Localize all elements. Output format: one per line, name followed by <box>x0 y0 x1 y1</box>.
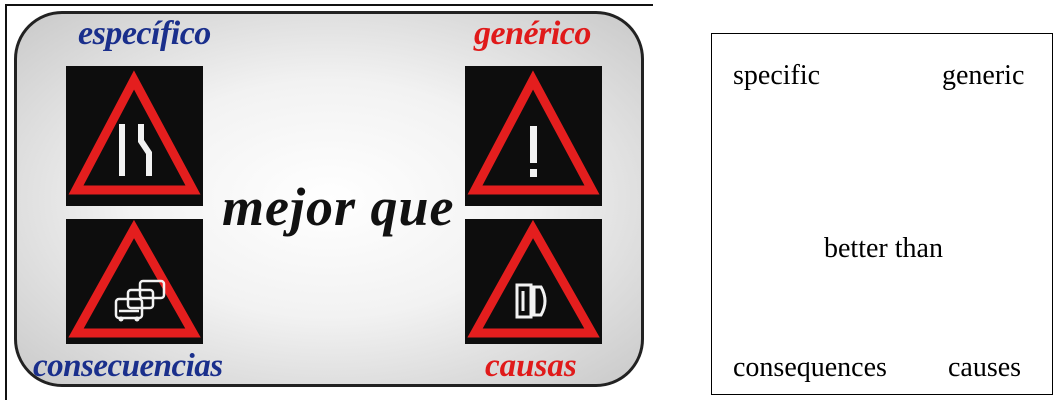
exclamation-icon <box>467 70 600 195</box>
label-consecuencias: consecuencias <box>33 348 223 384</box>
label-causas: causas <box>485 348 577 384</box>
translation-specific: specific <box>733 60 821 91</box>
traffic-jam-sign <box>66 219 203 344</box>
road-narrows-sign <box>66 66 203 206</box>
traffic-jam-icon <box>68 219 201 338</box>
label-generico: genérico <box>474 15 591 52</box>
translation-better-than: better than <box>824 233 943 264</box>
brake-pad-icon <box>467 219 600 338</box>
road-narrows-icon <box>68 70 201 195</box>
translation-consequences: consequences <box>733 352 887 383</box>
translation-box: specific generic better than consequence… <box>711 33 1053 395</box>
brake-sign <box>465 219 602 344</box>
label-mejor-que: mejor que <box>222 177 455 237</box>
label-especifico: específico <box>78 15 211 52</box>
figure-frame-left <box>5 4 7 400</box>
generic-danger-sign <box>465 66 602 206</box>
translation-generic: generic <box>942 60 1025 91</box>
translation-causes: causes <box>948 352 1022 383</box>
figure-frame-top <box>5 4 653 6</box>
